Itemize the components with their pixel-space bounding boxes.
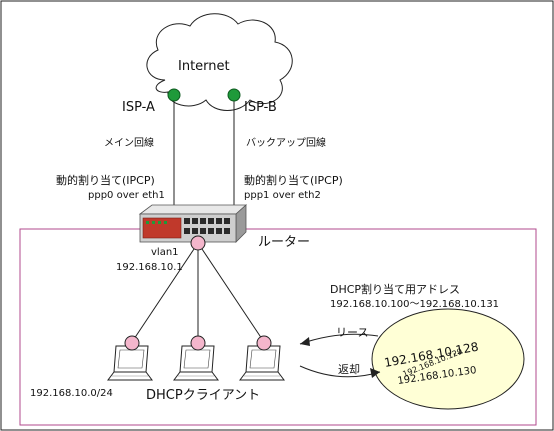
- internet-cloud: [146, 13, 293, 111]
- isp-b-line-label: バックアップ回線: [246, 138, 326, 149]
- lan-subnet: 192.168.10.0/24: [30, 388, 113, 399]
- isp-a-node: [167, 88, 181, 102]
- router-icon: [138, 204, 248, 243]
- laptop-icon: [239, 345, 285, 381]
- lease-arrow-head: [300, 337, 310, 346]
- internet-label: Internet: [178, 59, 230, 74]
- laptop-icon: [107, 345, 153, 381]
- return-label: 返却: [338, 363, 360, 376]
- router-lan-node: [190, 235, 206, 251]
- client-node: [256, 335, 272, 351]
- dhcp-pool-title: DHCP割り当て用アドレス: [330, 283, 461, 296]
- return-arrow-head: [370, 368, 380, 378]
- lan-link-3: [197, 242, 265, 343]
- isp-b-name: ISP-B: [244, 100, 277, 115]
- router-vlan: vlan1: [151, 247, 179, 258]
- lan-link-1: [131, 242, 199, 343]
- client-node: [124, 335, 140, 351]
- dhcp-pool-range: 192.168.10.100～192.168.10.131: [330, 299, 500, 310]
- isp-b-node: [227, 88, 241, 102]
- router-label: ルーター: [258, 235, 311, 250]
- isp-a-assign: 動的割り当て(IPCP): [56, 174, 155, 187]
- isp-a-name: ISP-A: [122, 100, 155, 115]
- laptop-icon: [173, 345, 219, 381]
- dhcp-pool-ellipse: [371, 308, 525, 410]
- isp-b-iface: ppp1 over eth2: [244, 190, 321, 201]
- dhcp-clients-label: DHCPクライアント: [146, 388, 261, 403]
- lease-label: リース: [336, 326, 369, 339]
- router-ip: 192.168.10.1: [116, 262, 183, 273]
- lan-boundary: [19, 228, 537, 426]
- client-node: [190, 335, 206, 351]
- isp-a-iface: ppp0 over eth1: [88, 190, 165, 201]
- isp-b-assign: 動的割り当て(IPCP): [244, 174, 343, 187]
- isp-a-line-label: メイン回線: [104, 138, 154, 149]
